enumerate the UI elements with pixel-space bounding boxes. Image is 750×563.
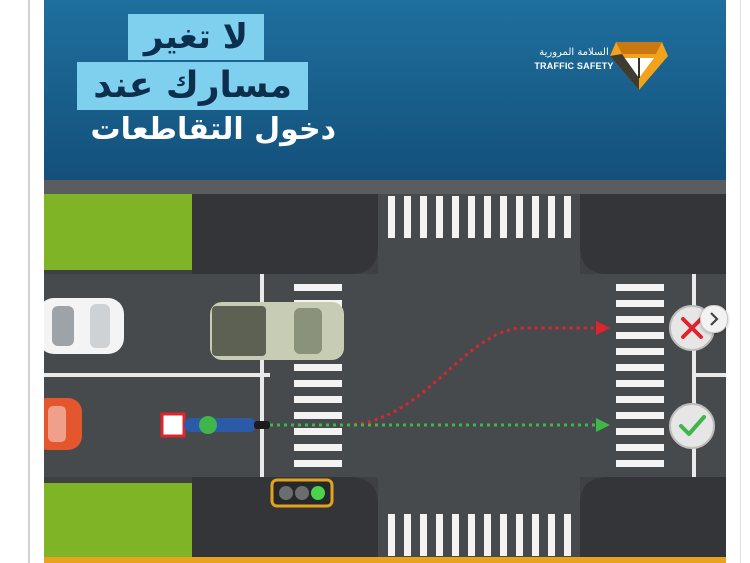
grass-top-left	[44, 194, 196, 270]
check-icon	[669, 403, 715, 449]
pickup-truck	[210, 302, 344, 360]
sidewalk-bottom-right	[580, 477, 726, 563]
right-border	[740, 0, 741, 563]
title-banner: لا تغير مسارك عند دخول التقاطعات السلامة…	[44, 0, 726, 180]
traffic-safety-logo	[610, 42, 668, 90]
chevron-right-icon	[710, 312, 719, 326]
stop-line-right	[692, 274, 696, 477]
lane-divider	[44, 373, 270, 377]
intersection-illustration	[44, 180, 726, 563]
brand-name-arabic: السلامة المرورية	[539, 47, 609, 58]
crosswalk-bottom	[388, 514, 571, 556]
crosswalk-top	[388, 196, 571, 238]
title-line-1: لا تغير	[127, 14, 264, 60]
stop-line-left	[260, 274, 264, 477]
right-path-arrow	[596, 418, 610, 432]
title-line-3: دخول التقاطعات	[90, 112, 336, 147]
infographic-post: لا تغير مسارك عند دخول التقاطعات السلامة…	[44, 0, 726, 563]
sidewalk-top-left	[192, 194, 378, 274]
left-border	[28, 0, 30, 563]
lane-divider-right	[696, 373, 726, 377]
motorcycle	[160, 412, 270, 438]
white-suv	[44, 298, 124, 354]
traffic-light-icon	[270, 478, 334, 508]
brand-name: السلامة المرورية TRAFFIC SAFETY	[524, 46, 624, 72]
grass-bottom-left	[44, 483, 196, 563]
wrong-path	[270, 326, 596, 427]
sidewalk-top-right	[580, 194, 726, 274]
carousel-next-button[interactable]	[700, 305, 728, 333]
wrong-path-arrow	[596, 321, 610, 335]
brand-name-english: TRAFFIC SAFETY	[534, 61, 614, 71]
title-line-2: مسارك عند	[77, 62, 308, 110]
red-car	[44, 398, 82, 450]
crosswalk-right	[616, 284, 664, 467]
